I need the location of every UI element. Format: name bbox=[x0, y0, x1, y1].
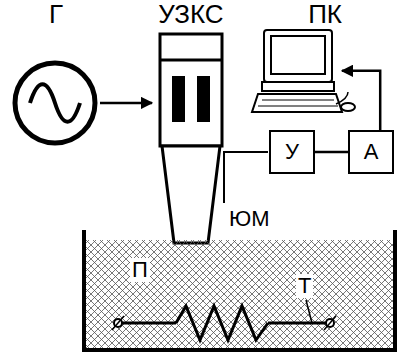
liquid-label: П bbox=[130, 258, 150, 282]
thermistor-label: Т bbox=[296, 274, 313, 298]
bath-vessel bbox=[84, 230, 395, 350]
adc-box: А bbox=[348, 130, 394, 174]
node-label: У bbox=[285, 140, 299, 164]
ultrasonic-transducer bbox=[160, 34, 222, 243]
node-label: А bbox=[364, 140, 379, 164]
probe-label: ЮМ bbox=[229, 207, 270, 231]
sine-wave bbox=[30, 84, 80, 122]
resistor-symbol bbox=[112, 300, 336, 340]
node-label: ПК bbox=[250, 0, 342, 28]
computer-symbol bbox=[252, 30, 355, 112]
signal-line bbox=[315, 151, 348, 154]
generator: Г bbox=[12, 0, 100, 146]
signal-arrow bbox=[100, 102, 152, 105]
signal-arrow bbox=[342, 71, 380, 130]
node-label: Г bbox=[12, 0, 100, 28]
computer-node: ПК bbox=[250, 0, 342, 118]
ultrasonic-transducer-node: УЗКС bbox=[152, 0, 230, 246]
liquid-hatch bbox=[86, 240, 393, 350]
probe-wire bbox=[224, 152, 268, 203]
node-label: УЗКС bbox=[152, 0, 230, 28]
amplifier-box: У bbox=[269, 130, 315, 174]
generator-symbol bbox=[15, 63, 95, 143]
